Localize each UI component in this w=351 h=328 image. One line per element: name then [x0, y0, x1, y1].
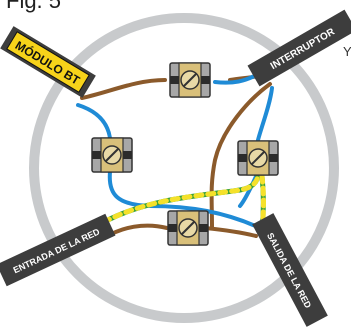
terminal-block-icon: [167, 210, 209, 246]
terminal-block-icon: [169, 62, 211, 98]
figure-label: Fig. 5: [6, 0, 62, 13]
edge-text: Y: [343, 44, 351, 59]
terminal-block-icon: [91, 137, 133, 173]
terminal-block-icon: [237, 140, 279, 176]
brown-wires: [80, 74, 272, 240]
